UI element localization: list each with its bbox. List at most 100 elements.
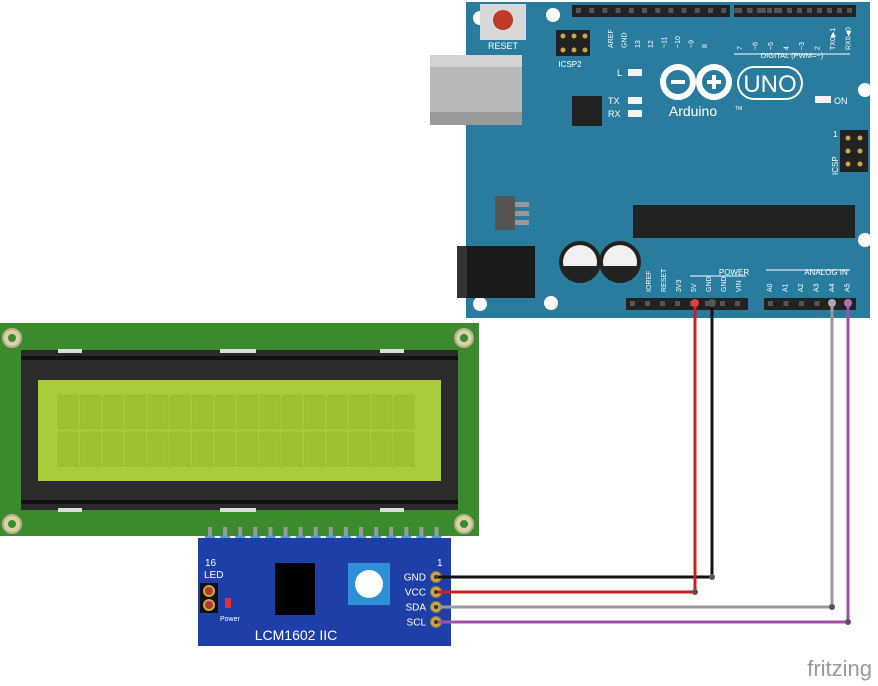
uno-badge [737,66,803,100]
icsp-pin1-label: 1 [833,130,838,139]
mount-hole [858,233,872,247]
analog-pin-label: A1 [783,283,790,292]
led-jumper [200,583,218,613]
analog-header [764,298,856,310]
digital-pin-label: TX0▶1 [830,28,837,50]
power-jack [457,246,535,298]
lcd-cell [192,394,214,430]
analog-pin-label: A5 [845,283,852,292]
lcd-cell [326,394,348,430]
lcd-cell [281,394,303,430]
analog-pin-label: A3 [814,283,821,292]
mount-hole [473,297,487,311]
lcd-cell [326,431,348,467]
pin1-label: 1 [437,558,443,569]
uno-label: UNO [743,71,796,98]
lcd-cell [80,394,102,430]
on-label: ON [834,96,848,106]
capacitor [559,241,601,283]
digital-pin-label: 7 [737,46,744,50]
lcd-cell [169,431,191,467]
lcd-cell [281,431,303,467]
pcf8574-chip [275,563,315,615]
power-pin-label: IOREF [646,271,653,292]
digital-pin-label: 13 [635,40,642,48]
icsp-header [840,130,868,172]
wire-scl [438,303,850,624]
lcd-1602-display [0,323,479,536]
analog-pin-label: A0 [767,283,774,292]
power-label: POWER [719,268,749,277]
arduino-logo [660,64,732,100]
digital-pin-label: ~5 [768,42,775,50]
lcd-cell [348,394,370,430]
lcd-cell [259,394,281,430]
lcd-cell [393,394,415,430]
on-led [815,96,831,103]
tx-label: TX [608,96,620,106]
pin-5v-end [691,299,699,307]
reset-button-cap [493,10,513,30]
mount-hole [544,296,558,310]
fritzing-watermark: fritzing [807,656,872,681]
l-led [628,69,642,76]
module-title: LCM1602 IIC [255,627,337,643]
digital-pin-label: AREF [608,29,615,48]
rx-led [628,110,642,117]
pin-a5-end [844,299,852,307]
power-header [626,298,748,310]
digital-pin-label: GND [621,32,628,48]
lcd-cell [371,394,393,430]
power-led [225,598,231,608]
i2c-pin-label-sda: SDA [405,603,426,614]
digital-pin-label: ~9 [688,40,695,48]
lcd-cell [214,431,236,467]
digital-pin-label: 2 [815,46,822,50]
lcd-cell [102,394,124,430]
i2c-pcb [198,538,451,646]
digital-header-left [572,5,730,17]
lcd-cell [236,394,258,430]
lcd-cell [304,431,326,467]
digital-pin-label: 12 [648,40,655,48]
digital-pin-label: 4 [784,46,791,50]
mount-hole [858,83,872,97]
power-led-label: Power [220,616,241,623]
analog-pin-label: A2 [798,283,805,292]
power-pin-label: GND [721,276,728,292]
tx-led [628,97,642,104]
lcd-cell [147,394,169,430]
voltage-regulator [495,196,515,230]
lcd-cell [124,431,146,467]
mount-hole [546,8,560,22]
power-pin-label: RESET [661,268,668,292]
lcd-cell [304,394,326,430]
lcd-cell [192,431,214,467]
digital-label: DIGITAL (PWM=~) [761,51,824,60]
wire-gnd [438,303,714,579]
lcd-cell [57,431,79,467]
pin-a4-end [828,299,836,307]
trademark: TM [735,106,742,112]
lcd-cell [371,431,393,467]
icsp2-label: ICSP2 [558,60,582,69]
icsp-label: ICSP [831,156,840,175]
i2c-pin-label-vcc: VCC [405,588,426,599]
wire-sda [438,303,834,609]
reset-label: RESET [488,41,519,51]
atmega-chip [633,205,855,238]
capacitor [599,241,641,283]
l-label: L [617,68,622,78]
lcd-character-grid [57,394,415,467]
lcd-cell [259,431,281,467]
power-pin-label: 5V [691,283,698,292]
lcd-cell [102,431,124,467]
digital-pin-label: ~6 [753,42,760,50]
digital-pin-label: ~11 [662,37,669,48]
